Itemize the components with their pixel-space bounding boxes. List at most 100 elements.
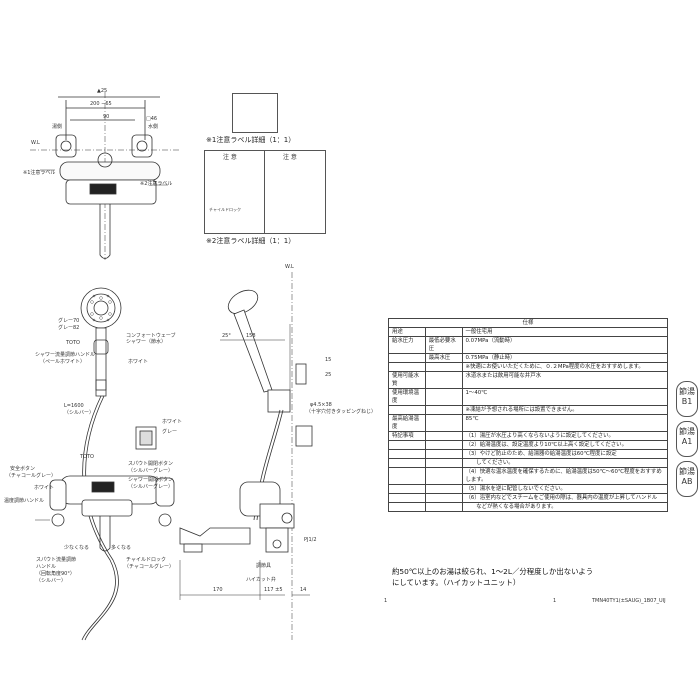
spout-flow-label: スパウト流量調節: [36, 557, 77, 563]
hicut-note: 約50℃以上のお湯は絞られ、1～2L／分程度しか出ないよう にしています。（ハイ…: [392, 566, 593, 588]
toto-logo-label: TOTO: [66, 340, 80, 346]
badge-b1: 節湯 B1: [676, 381, 698, 417]
spec-row-value: 85℃: [461, 414, 668, 432]
spout-silver-gray: （シルバーグレー）: [128, 468, 174, 474]
dim-170: 170: [213, 587, 223, 593]
dim-117: 117 ±5: [264, 587, 283, 593]
spec-row-value: 0.07MPa（流動時）: [461, 336, 668, 354]
rotation-label: （回転角度90°）: [36, 571, 75, 577]
badge-code: B1: [681, 397, 693, 406]
flow-handle-label: シャワー流量調節ハンドル: [35, 352, 96, 358]
spec-row-header: [388, 449, 426, 459]
spec-row-value: （2）給湯温度は、設定温度より10℃以上高く設定してください。: [461, 440, 668, 450]
child-lock-body-label: チャイルドロック: [126, 557, 166, 563]
shower-silver-gray: （シルバーグレー）: [128, 484, 174, 490]
spec-row-value: （3）やけど防止のため、給湯器の給湯温度は60℃程度に設定: [461, 449, 668, 459]
spec-title: 仕様: [388, 318, 668, 328]
body-white-label: ホワイト: [34, 485, 55, 491]
spec-row-header: [388, 467, 426, 485]
spec-row-header: 用途: [388, 327, 426, 337]
spec-row-value: （6）浴室内などでスチームをご使用の際は、器具内の温度が上昇してハンドル: [461, 493, 668, 503]
page-number-2: 1: [553, 598, 557, 604]
badge-code: AB: [681, 477, 693, 486]
spec-row-value: してください。: [461, 458, 668, 468]
spec-row-header: [388, 405, 426, 415]
less-label: 少なくなる: [64, 545, 90, 551]
chip-white-label: ホワイト: [162, 419, 183, 425]
dim-14: 14: [300, 587, 307, 593]
spec-row-sub: [424, 362, 463, 372]
spec-row-header: 給水圧力: [388, 336, 426, 354]
spec-row-sub: 最低必要水圧: [424, 336, 463, 354]
badge-a1: 節湯 A1: [676, 421, 698, 457]
safety-charcoal-label: （チャコールグレー）: [6, 473, 56, 479]
spout-handle-label: ハンドル: [36, 564, 57, 570]
spec-row-sub: [424, 502, 463, 512]
chip-gray-label: グレー: [162, 429, 178, 435]
spec-row-sub: [424, 388, 463, 406]
pale-white-label: （ペールホワイト）: [40, 359, 86, 365]
badge-text: 節湯: [679, 387, 695, 396]
gray70-label: グレー70: [58, 318, 80, 324]
caution-left: 注 意: [223, 154, 237, 161]
spec-row-sub: [424, 371, 463, 389]
label1-callout: ※1注意ラベル: [23, 170, 56, 176]
spec-row-sub: [424, 440, 463, 450]
caution-label-2: 注 意 注 意 チャイルドロック: [204, 150, 326, 234]
dim-158: 158: [246, 333, 256, 339]
screw-note: （十字穴付きタッピングねじ）: [306, 409, 377, 415]
page-number-1: 1: [384, 598, 388, 604]
spec-row-sub: [424, 493, 463, 503]
spec-row-header: 使用可能水質: [388, 371, 426, 389]
spec-row-sub: [424, 458, 463, 468]
dim-15: 15: [325, 357, 332, 363]
spec-row-value: ※凍結が予想される場所には設置できません。: [461, 405, 668, 415]
shower-button-label: シャワー開閉ボタン: [128, 477, 174, 483]
shower-water-label: シャワー（節水）: [126, 339, 167, 345]
spec-row-sub: [424, 327, 463, 337]
caution-right: 注 意: [283, 154, 297, 161]
spec-row-value: ※快適にお使いいただくために、０.２MPa程度の水圧をおすすめします。: [461, 362, 668, 372]
spec-row-header: [388, 353, 426, 363]
child-lock-label: チャイルドロック: [209, 207, 241, 212]
spec-row-value: （5）湯水を逆に配管しないでください。: [461, 484, 668, 494]
note-line-1: 約50℃以上のお湯は絞られ、1～2L／分程度しか出ないよう: [392, 567, 594, 576]
spout-silver-label: （シルバー）: [36, 578, 67, 584]
spec-row-sub: [424, 449, 463, 459]
dim-25-side: 25: [325, 372, 332, 378]
spec-row-sub: [424, 414, 463, 432]
silver-label: （シルバー）: [64, 410, 95, 416]
dim-200-65: 200 −65: [90, 101, 112, 107]
spec-row-header: 特記事項: [388, 431, 426, 441]
spec-row-header: [388, 484, 426, 494]
label2-callout: ※2注意ラベル: [140, 181, 173, 187]
badge-code: A1: [681, 437, 693, 446]
spout-button-label: スパウト開閉ボタン: [128, 461, 174, 467]
label1-title: ※1注意ラベル詳細（1：1）: [206, 136, 296, 144]
dim-46: □46: [146, 116, 158, 122]
angle-25: 25°: [222, 333, 231, 339]
pj-label: PJ1/2: [304, 537, 317, 543]
spec-row-value: （4）快適な温水温度を確保するために、給湯温度は50℃～60℃程度をおすすめしま…: [461, 467, 668, 485]
spec-row-header: [388, 458, 426, 468]
screw-label: φ4.5×38: [310, 402, 332, 408]
wl-side-label: W.L: [285, 264, 294, 270]
joint-label: 調節具: [256, 563, 272, 569]
safety-button-label: 安全ボタン: [10, 466, 36, 472]
dim-25: ▲25: [97, 88, 108, 94]
hose-length-label: L=1600: [64, 403, 84, 409]
drawing-code: TMN40TY1(±SAUG)_1B07_UIJ: [592, 598, 666, 604]
spec-row-value: 0.75MPa（静止時）: [461, 353, 668, 363]
cold-side-label: 水側: [148, 124, 159, 130]
spec-row-value: などが熱くなる場合があります。: [461, 502, 668, 512]
child-lock-charcoal: （チャコールグレー）: [124, 564, 174, 570]
spec-row-sub: [424, 431, 463, 441]
label2-title: ※2注意ラベル詳細（1：1）: [206, 237, 296, 245]
note-line-2: にしています。（ハイカットユニット）: [392, 578, 521, 587]
spec-row-value: 1～40℃: [461, 388, 668, 406]
hot-side-label: 湯側: [52, 124, 63, 130]
badge-ab: 節湯 AB: [676, 461, 698, 497]
spec-row-sub: [424, 467, 463, 485]
spec-row-sub: [424, 484, 463, 494]
hicut-label: ハイカット弁: [246, 577, 276, 583]
